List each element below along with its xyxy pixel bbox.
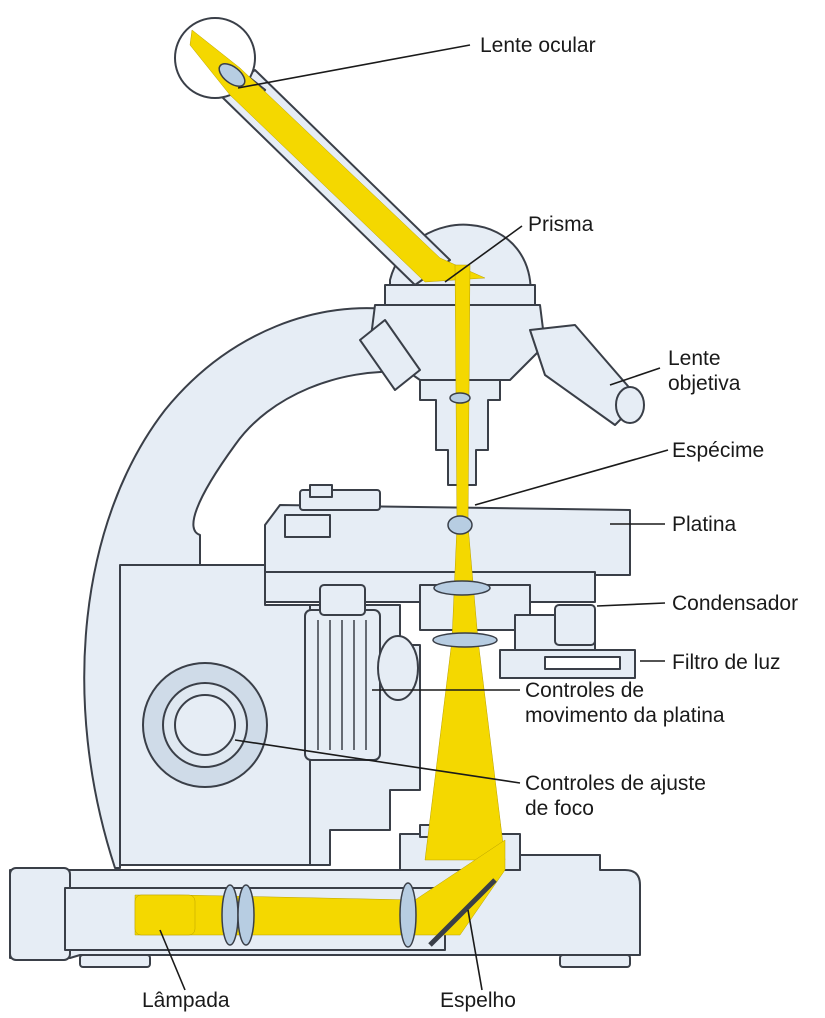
label-lampada: Lâmpada xyxy=(142,989,230,1012)
collector-lens-1 xyxy=(221,884,239,946)
label-espelho: Espelho xyxy=(440,989,516,1012)
label-especime: Espécime xyxy=(672,439,765,462)
microscope-arm xyxy=(83,307,406,869)
label-lente-objetiva: Lente objetiva xyxy=(668,347,741,395)
label-condensador: Condensador xyxy=(672,592,799,615)
base-foot-right xyxy=(559,954,631,968)
leader-condensador xyxy=(596,602,666,607)
label-filtro-luz: Filtro de luz xyxy=(672,651,781,674)
stage-knob xyxy=(309,484,333,498)
leader-especime xyxy=(474,449,669,506)
stage xyxy=(264,504,631,576)
optical-lenses xyxy=(218,63,498,948)
label-platina: Platina xyxy=(672,513,737,536)
label-controles-ajuste-foco: Controles de ajuste de foco xyxy=(525,772,706,820)
leader-prisma xyxy=(444,225,523,283)
label-lente-ocular: Lente ocular xyxy=(480,34,596,57)
label-controles-movimento: Controles de movimento da platina xyxy=(525,679,725,727)
objective-lens-top xyxy=(449,392,471,404)
collector-lens-2 xyxy=(237,884,255,946)
leader-espelho xyxy=(467,909,483,991)
mirror xyxy=(428,878,497,947)
eyepiece-lens xyxy=(218,63,246,87)
focus-knob-inner xyxy=(174,694,236,756)
stage-control-cap xyxy=(319,584,366,616)
leader-ocular xyxy=(237,44,471,89)
stage-control-side xyxy=(377,635,419,701)
lamp-bulb xyxy=(134,894,196,936)
knob-knurling xyxy=(317,620,367,750)
leader-lines xyxy=(159,44,669,991)
side-objective-tip xyxy=(615,386,645,424)
filter-slot xyxy=(544,656,621,670)
leader-objetiva xyxy=(609,367,661,386)
stage-slide-window xyxy=(284,514,331,538)
label-prisma: Prisma xyxy=(528,213,594,236)
filter-lens xyxy=(432,632,498,648)
field-lens xyxy=(399,882,417,948)
base-foot-left xyxy=(79,954,151,968)
left-objective xyxy=(359,319,421,391)
leader-ajuste-foco xyxy=(234,739,521,784)
specimen-lens xyxy=(447,515,473,535)
condenser-knob xyxy=(554,604,596,646)
lamp-housing-end xyxy=(9,867,71,961)
leader-lampada xyxy=(159,929,186,991)
condenser-lens xyxy=(433,580,491,596)
